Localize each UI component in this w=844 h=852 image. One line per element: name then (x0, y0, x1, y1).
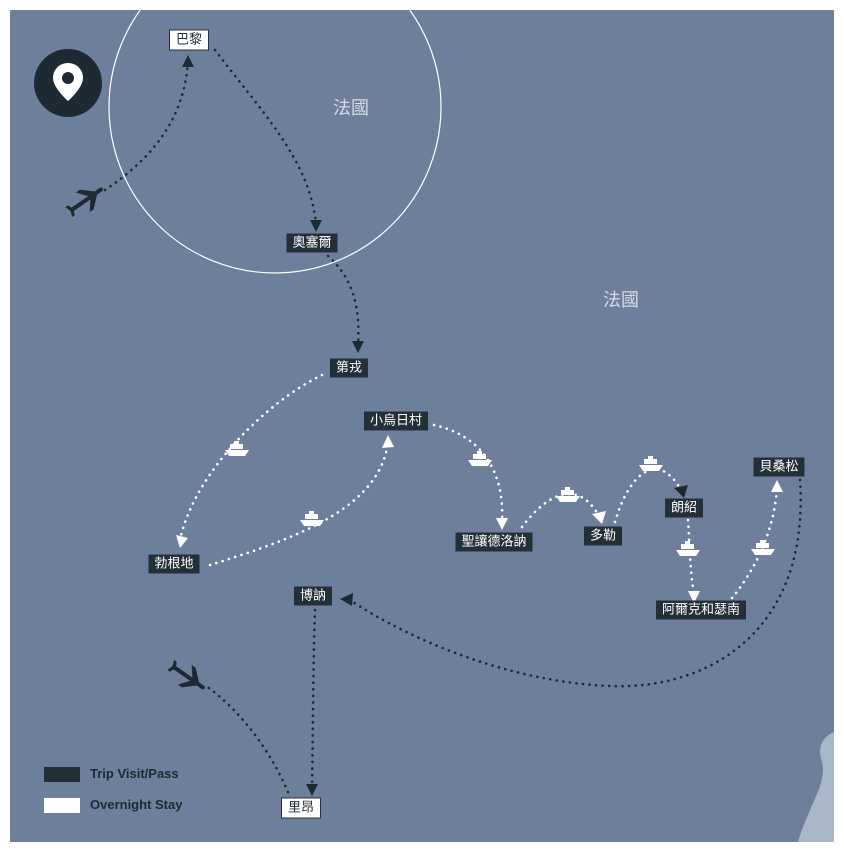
region-label: 法國 (603, 290, 639, 311)
boat-icon (751, 540, 775, 555)
route-besancon-beaune (348, 478, 802, 688)
legend-overnight: Overnight Stay (44, 797, 183, 814)
boat-icon (300, 511, 324, 526)
arrow-icon (182, 55, 194, 67)
arrow-icon (352, 341, 364, 353)
arrow-icon (674, 485, 688, 498)
route-map: 法國 法國 巴黎 奧塞爾 第戎 小烏日村 勃根地 聖讓德洛訥 多勒 朗紹 阿爾克… (10, 10, 834, 842)
arrow-icon (306, 784, 318, 796)
stop-petit-village[interactable]: 小烏日村 (363, 411, 429, 431)
stop-besancon[interactable]: 貝桑松 (753, 457, 805, 477)
boat-icon (556, 487, 580, 502)
stop-beaune[interactable]: 博訥 (293, 586, 333, 606)
legend-swatch-visit (44, 767, 80, 783)
route-flight-in (103, 58, 190, 192)
arrow-icon (496, 518, 508, 530)
stop-burgundy[interactable]: 勃根地 (148, 554, 200, 574)
route-layer (65, 10, 834, 842)
stop-auxerre[interactable]: 奧塞爾 (286, 233, 338, 253)
legend-swatch-overnight (44, 798, 80, 814)
route-dole-ranchot (613, 468, 684, 524)
route-paris-auxerre (213, 48, 318, 226)
route-ranchot-arc (686, 518, 696, 597)
route-dijon-burgundy (178, 373, 324, 542)
boat-icon (676, 541, 700, 556)
stop-dole[interactable]: 多勒 (583, 526, 623, 546)
arrow-icon (340, 593, 353, 606)
route-flight-out (204, 684, 290, 794)
route-village-stgermain (432, 423, 504, 524)
boat-icon (639, 456, 663, 471)
boat-icon (468, 451, 492, 466)
region-label: 法國 (333, 98, 369, 119)
arrow-icon (592, 511, 606, 524)
route-burgundy-village (208, 440, 390, 567)
arrow-icon (382, 435, 394, 448)
arrow-icon (310, 220, 322, 232)
stop-arc-senans[interactable]: 阿爾克和瑟南 (655, 600, 747, 620)
legend-visit-label: Trip Visit/Pass (90, 766, 179, 781)
route-beaune-lyon (310, 608, 317, 790)
legend-visit: Trip Visit/Pass (44, 766, 179, 783)
boat-icon (225, 441, 249, 456)
water-area (798, 732, 834, 842)
map-pin-icon (53, 63, 83, 101)
stop-paris[interactable]: 巴黎 (168, 29, 210, 51)
stop-ranchot[interactable]: 朗紹 (664, 498, 704, 518)
route-stgermain-dole (520, 492, 602, 529)
map-pin-badge (34, 49, 102, 117)
route-auxerre-dijon (326, 254, 360, 348)
region-circle (108, 10, 442, 274)
stop-lyon[interactable]: 里昂 (280, 797, 322, 819)
arrow-icon (688, 591, 700, 603)
arrow-icon (771, 480, 783, 492)
route-arc-besancon (730, 484, 779, 600)
arrow-icon (176, 535, 188, 548)
plane-icon (65, 187, 103, 217)
plane-icon (167, 660, 205, 690)
legend-overnight-label: Overnight Stay (90, 797, 183, 812)
stop-dijon[interactable]: 第戎 (329, 358, 369, 378)
stop-st-germain[interactable]: 聖讓德洛訥 (455, 532, 533, 552)
